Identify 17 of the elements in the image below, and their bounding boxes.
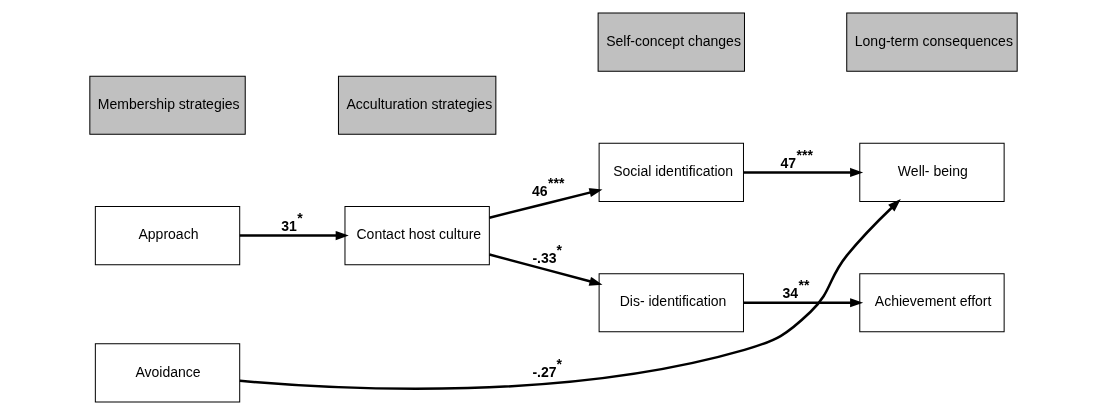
node-box: Approach (94, 205, 240, 265)
node-box: Acculturation strategies (337, 75, 496, 135)
node-box: Avoidance (94, 342, 240, 402)
arrow (743, 167, 863, 177)
node-box: Self-concept changes (597, 12, 745, 72)
node-box: Long-term consequences (845, 12, 1018, 72)
node-box: Dis- identification (598, 272, 744, 332)
node-box: Achievement effort (858, 272, 1005, 332)
arrow (239, 230, 349, 240)
arrow (743, 297, 863, 307)
node-box: Membership strategies (88, 75, 246, 135)
node-box: Well- being (858, 142, 1005, 202)
node-box: Social identification (598, 142, 744, 202)
node-box: Contact host culture (343, 205, 490, 265)
arrow (488, 252, 602, 286)
arrow (488, 187, 602, 219)
arrow (239, 198, 901, 390)
